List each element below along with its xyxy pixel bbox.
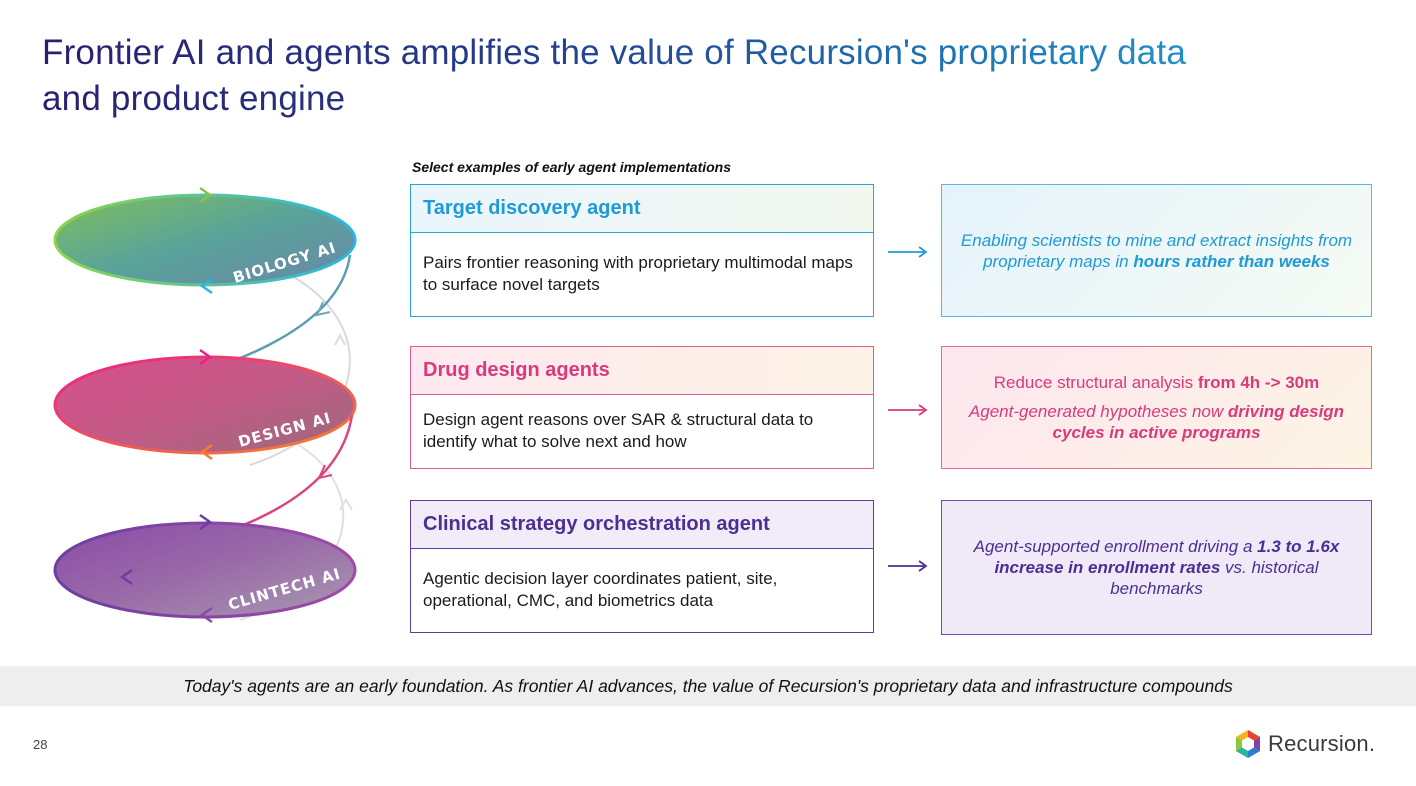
clinical-strategy-result: Agent-supported enrollment driving a 1.3… xyxy=(941,500,1372,635)
card-title: Target discovery agent xyxy=(411,185,873,233)
recursion-logo: Recursion. xyxy=(1234,729,1375,759)
chevron-right-icon xyxy=(199,186,213,204)
page-title: Frontier AI and agents amplifies the val… xyxy=(42,30,1382,122)
footer-statement: Today's agents are an early foundation. … xyxy=(0,666,1416,706)
result-highlight: driving design cycles in active programs xyxy=(1052,402,1345,442)
chevron-right-icon xyxy=(199,348,213,366)
biology-ai-ring: BIOLOGY AI xyxy=(53,186,357,295)
target-discovery-result: Enabling scientists to mine and extract … xyxy=(941,184,1372,317)
arrow-right-icon xyxy=(888,560,928,572)
clinical-strategy-card: Clinical strategy orchestration agent Ag… xyxy=(410,500,874,633)
brand-name: Recursion. xyxy=(1268,731,1376,756)
chevron-left-icon xyxy=(199,606,213,624)
title-line-1: Frontier AI and agents amplifies the val… xyxy=(42,33,1187,72)
card-title: Drug design agents xyxy=(411,347,873,395)
card-description: Design agent reasons over SAR & structur… xyxy=(423,410,814,451)
chevron-left-icon xyxy=(199,443,213,461)
card-title: Clinical strategy orchestration agent xyxy=(411,501,873,549)
ai-spiral-illustration: BIOLOGY AI DESIGN AI CLINTECH AI xyxy=(53,186,357,624)
chevron-left-icon xyxy=(199,277,213,295)
spiral-back-curve xyxy=(249,274,351,466)
target-discovery-card: Target discovery agent Pairs frontier re… xyxy=(410,184,874,317)
result-highlight: hours rather than weeks xyxy=(1133,251,1330,271)
clintech-ai-ring: CLINTECH AI xyxy=(53,513,357,624)
drug-design-result: Reduce structural analysis from 4h -> 30… xyxy=(941,346,1372,469)
chevron-right-icon xyxy=(199,513,213,531)
drug-design-card: Drug design agents Design agent reasons … xyxy=(410,346,874,469)
section-subtitle: Select examples of early agent implement… xyxy=(412,159,732,175)
card-description: Pairs frontier reasoning with proprietar… xyxy=(423,253,853,294)
design-ai-ring: DESIGN AI xyxy=(53,348,357,461)
page-number: 28 xyxy=(33,737,48,752)
chevron-left-icon xyxy=(119,568,133,586)
card-description: Agentic decision layer coordinates patie… xyxy=(423,569,778,610)
result-highlight: from 4h -> 30m xyxy=(1197,373,1320,392)
result-highlight: 1.3 to 1.6x increase in enrollment rates xyxy=(994,537,1340,577)
title-line-2: and product engine xyxy=(42,79,346,118)
arrow-right-icon xyxy=(888,246,928,258)
recursion-hexagon-icon xyxy=(1236,730,1260,758)
arrow-right-icon xyxy=(888,404,928,416)
